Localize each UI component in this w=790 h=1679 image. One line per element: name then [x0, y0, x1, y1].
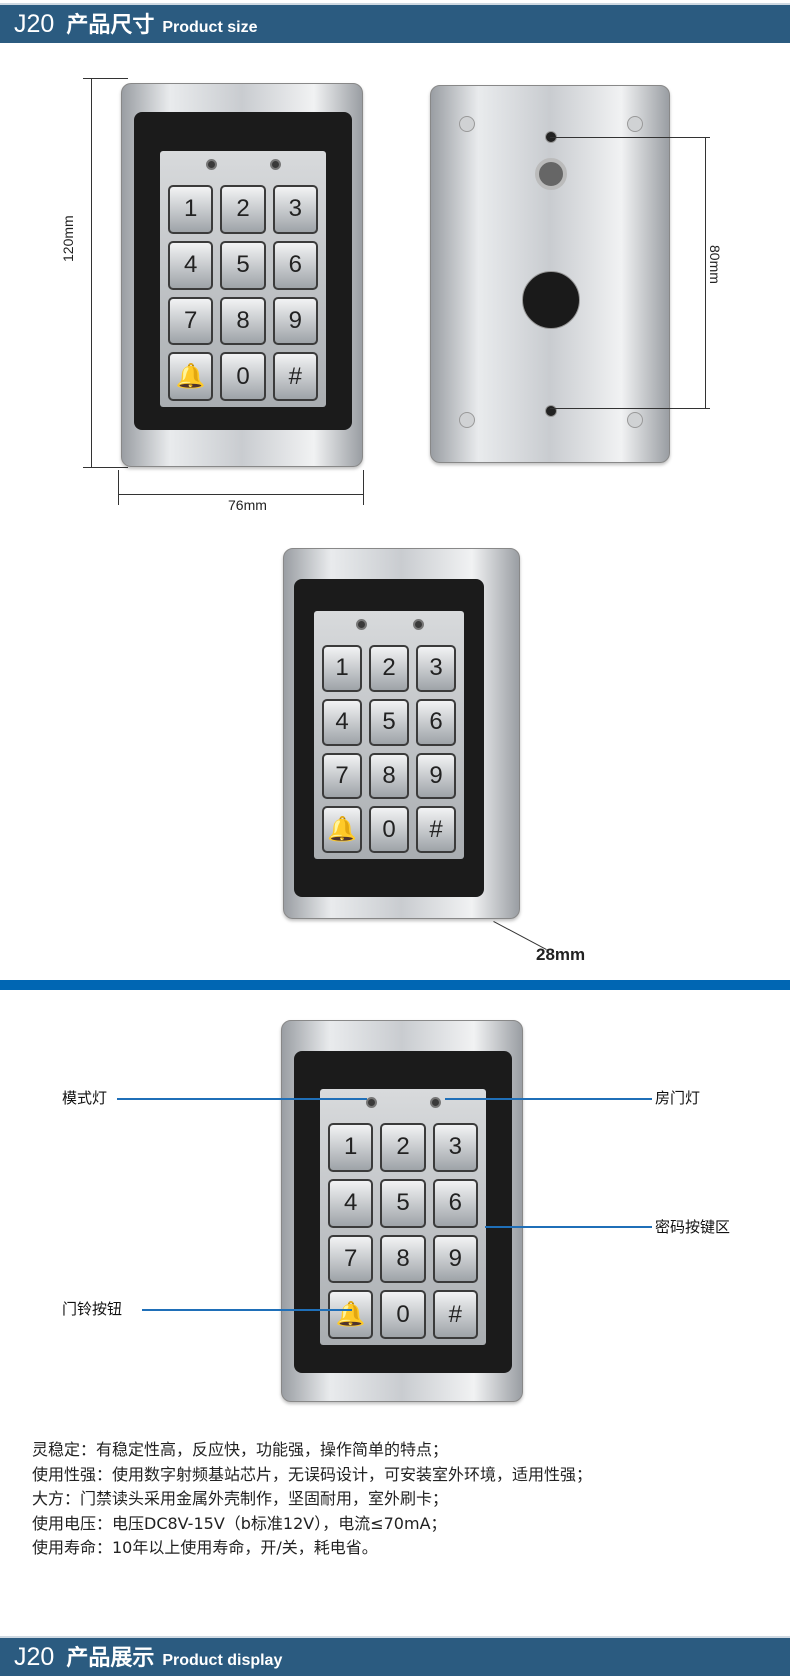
keypad-key[interactable]: 8: [369, 752, 409, 800]
feature-item: 使用电压：电压DC8V-15V（b标准12V），电流≤70mA；: [32, 1513, 447, 1533]
keypad-key[interactable]: 1: [168, 185, 214, 234]
header-title-en: Product size: [162, 19, 258, 36]
callout-keypad-area: 密码按键区: [655, 1218, 731, 1236]
back-view-device: [430, 85, 670, 463]
keypad-key[interactable]: #: [432, 1290, 478, 1339]
keypad-key[interactable]: 2: [369, 645, 409, 692]
keypad-key[interactable]: 2: [220, 185, 266, 234]
keypad-key[interactable]: 9: [272, 296, 318, 346]
indicator-led: [413, 619, 424, 630]
keypad-key[interactable]: 0: [369, 806, 409, 853]
feature-list: 灵稳定：有稳定性高，反应快，功能强，操作简单的特点； 使用性强：使用数字射频基站…: [32, 1438, 592, 1561]
keypad-key[interactable]: 0: [220, 352, 266, 401]
keypad-key[interactable]: 4: [328, 1178, 374, 1228]
indicator-led: [269, 159, 281, 170]
doorbell-key[interactable]: 🔔: [328, 1290, 374, 1339]
header-title-cn: 产品展示: [66, 1646, 155, 1671]
hole-spacing-dimension: 80mm: [707, 245, 723, 284]
keypad-key[interactable]: 7: [328, 1234, 374, 1284]
keypad-key[interactable]: 1: [322, 645, 362, 692]
keypad-key[interactable]: 3: [272, 185, 318, 234]
feature-item: 使用寿命：10年以上使用寿命，开/关，耗电省。: [32, 1538, 378, 1557]
header-title-cn: 产品尺寸: [66, 13, 155, 38]
depth-dimension: 28mm: [536, 945, 586, 964]
keypad-key[interactable]: 5: [369, 698, 409, 746]
keypad-key[interactable]: 3: [416, 645, 456, 692]
header-title-en: Product display: [162, 1652, 283, 1669]
indicator-led: [356, 619, 367, 630]
section-header-display: J20 产品展示 Product display: [0, 1636, 790, 1676]
doorbell-key[interactable]: 🔔: [322, 806, 362, 853]
feature-item: 使用性强：使用数字射频基站芯片，无误码设计，可安装室外环境，适用性强；: [32, 1464, 593, 1484]
feature-item: 灵稳定：有稳定性高，反应快，功能强，操作简单的特点；: [32, 1440, 449, 1459]
height-dimension: 120mm: [60, 215, 76, 262]
keypad-key[interactable]: 7: [168, 296, 214, 346]
keypad-key[interactable]: 7: [322, 752, 362, 800]
keypad-key[interactable]: #: [416, 806, 456, 853]
keypad-key[interactable]: 4: [168, 240, 214, 290]
keypad-key[interactable]: 1: [328, 1123, 374, 1172]
keypad-key[interactable]: 8: [220, 296, 266, 346]
indicator-led: [206, 159, 218, 170]
keypad-key[interactable]: 9: [416, 752, 456, 800]
keypad-key[interactable]: 0: [380, 1290, 426, 1339]
keypad-key[interactable]: 6: [432, 1178, 478, 1228]
keypad-key[interactable]: 5: [380, 1178, 426, 1228]
keypad-key[interactable]: 5: [220, 240, 266, 290]
keypad-key[interactable]: #: [272, 352, 318, 401]
keypad-key[interactable]: 8: [380, 1234, 426, 1284]
keypad-key[interactable]: 9: [432, 1234, 478, 1284]
width-dimension: 76mm: [228, 497, 267, 513]
section-divider: [0, 980, 790, 990]
keypad-key[interactable]: 6: [416, 698, 456, 746]
callout-mode-light: 模式灯: [62, 1089, 108, 1107]
feature-item: 大方：门禁读头采用金属外壳制作，坚固耐用，室外刷卡；: [32, 1489, 449, 1508]
callout-doorbell-button: 门铃按钮: [62, 1300, 123, 1318]
keypad-key[interactable]: 4: [322, 698, 362, 746]
keypad-key[interactable]: 3: [432, 1123, 478, 1172]
model-code: J20: [14, 10, 55, 38]
doorbell-key[interactable]: 🔔: [168, 352, 214, 401]
indicator-led: [366, 1097, 378, 1108]
indicator-led: [429, 1097, 441, 1108]
callout-door-light: 房门灯: [655, 1089, 701, 1107]
section-header-size: J20 产品尺寸 Product size: [0, 3, 790, 43]
model-code: J20: [14, 1643, 55, 1671]
keypad-key[interactable]: 6: [272, 240, 318, 290]
keypad-key[interactable]: 2: [380, 1123, 426, 1172]
